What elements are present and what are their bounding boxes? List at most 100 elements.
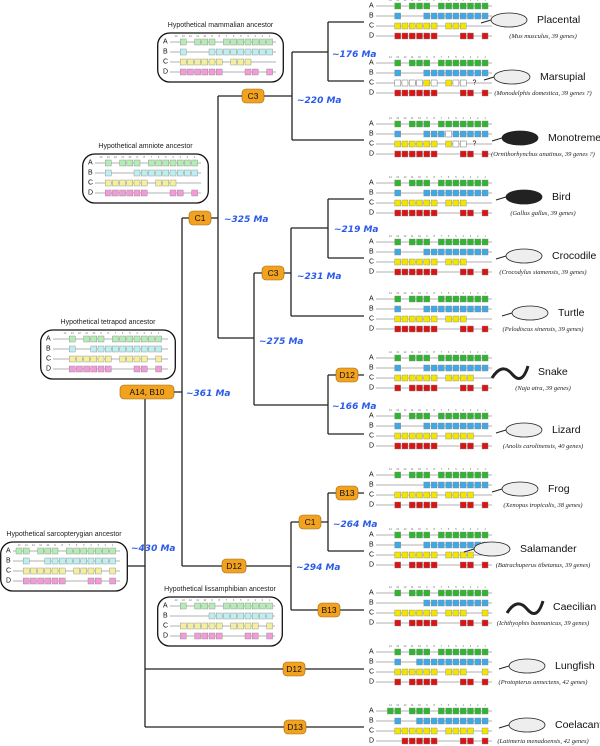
- gene-box: [430, 501, 438, 509]
- hox-gene-number: 11: [411, 291, 414, 295]
- cluster-label-B: B: [369, 718, 374, 725]
- hox-gene-number: 5: [455, 644, 457, 648]
- hox-gene-number: 2: [262, 598, 264, 602]
- gene-box: [430, 658, 438, 666]
- gene-box: [215, 612, 223, 620]
- gene-box: [481, 648, 489, 656]
- hox-gene-number: 13: [396, 234, 399, 238]
- age-amniote: ~325 Ma: [224, 215, 269, 225]
- hox-gene-number: 11: [411, 408, 414, 412]
- gene-box: [467, 422, 474, 430]
- gene-box: [460, 354, 467, 362]
- cluster-label-D: D: [369, 562, 374, 569]
- gene-box: [481, 589, 489, 597]
- gene-box: [445, 471, 452, 479]
- gene-box: [452, 79, 460, 87]
- gene-box: [467, 150, 474, 158]
- hox-gene-number: 4: [462, 175, 464, 179]
- gene-box: [430, 599, 438, 607]
- gene-box: [452, 295, 460, 303]
- gene-box: [94, 557, 102, 565]
- badge-tetrapod-a14b10: A14, B10: [119, 384, 175, 400]
- hox-gene-number: 4: [462, 116, 464, 120]
- gene-box: [394, 561, 401, 569]
- gene-box: [187, 68, 194, 76]
- gene-box: [394, 89, 401, 97]
- gene-box: [460, 501, 467, 509]
- gene-box: [460, 325, 467, 333]
- gene-box: [452, 491, 460, 499]
- gene-box: [83, 355, 90, 363]
- age-mammal: ~220 Ma: [297, 96, 342, 106]
- hox-gene-number: 3: [470, 703, 472, 707]
- gene-box: [481, 678, 489, 686]
- gene-box: [467, 12, 474, 20]
- gene-box: [481, 364, 489, 372]
- cluster-label-A: A: [369, 472, 374, 479]
- gene-box: [409, 707, 416, 715]
- gene-box: [438, 120, 445, 128]
- gene-box: [401, 32, 409, 40]
- tail-shape: [463, 548, 475, 553]
- hox-gene-number: 11: [411, 527, 414, 531]
- cluster-label-D: D: [46, 366, 51, 373]
- gene-box: [416, 325, 423, 333]
- gene-box: [104, 179, 112, 187]
- gene-box: [416, 737, 423, 745]
- gene-box: [133, 355, 141, 363]
- badge-batrachian-c1: C1: [298, 514, 322, 530]
- hox-gene-number: 11: [411, 175, 414, 179]
- hox-gene-number: 7: [441, 0, 443, 2]
- gene-box: [394, 668, 401, 676]
- gene-box: [445, 599, 452, 607]
- gene-box: [423, 315, 430, 323]
- cluster-label-C: C: [369, 610, 374, 617]
- gene-box: [394, 79, 401, 87]
- gene-box: [237, 58, 245, 66]
- species-name: Lungfish: [555, 660, 595, 672]
- hox-gene-number: 9: [426, 291, 428, 295]
- cluster-label-B: B: [88, 170, 93, 177]
- hox-gene-number: 11: [411, 234, 414, 238]
- gene-box: [97, 365, 105, 373]
- gene-box: [430, 737, 438, 745]
- species-coelacanth: 1413121110987654321ABCDCoelacanth(Latime…: [369, 703, 600, 745]
- hox-gene-number: 6: [448, 703, 450, 707]
- cluster-label-A: A: [369, 649, 374, 656]
- hox-gene-number: 14: [64, 331, 67, 335]
- hox-gene-number: 5: [455, 703, 457, 707]
- gene-box: [474, 717, 481, 725]
- marsupial-illustration-icon: [483, 69, 531, 85]
- gene-box: [445, 12, 452, 20]
- hox-gene-number: 12: [404, 527, 407, 531]
- gene-box: [409, 727, 416, 735]
- gene-box: [481, 130, 489, 138]
- gene-box: [438, 717, 445, 725]
- gene-box: [474, 648, 481, 656]
- hox-gene-number: 2: [477, 116, 479, 120]
- gene-box: [430, 140, 438, 148]
- gene-box: [445, 589, 452, 597]
- hox-gene-number: 5: [129, 331, 131, 335]
- gene-box: [423, 179, 430, 187]
- gene-box: [452, 354, 460, 362]
- gene-box: [481, 69, 489, 77]
- gene-box: [416, 22, 423, 30]
- gene-box: [409, 384, 416, 392]
- hox-gene-number: 13: [396, 116, 399, 120]
- gene-box: [230, 38, 237, 46]
- gene-box: [474, 12, 481, 20]
- gene-box: [394, 248, 401, 256]
- gene-box: [409, 120, 416, 128]
- hox-gene-number: 1: [484, 408, 486, 412]
- gene-box: [416, 2, 423, 10]
- gene-box: [409, 561, 416, 569]
- gene-box: [460, 374, 467, 382]
- gene-box: [423, 541, 430, 549]
- hox-gene-number: 1: [194, 155, 196, 159]
- age-batrachian: ~264 Ma: [333, 520, 378, 530]
- hox-gene-number: 10: [203, 34, 206, 38]
- hox-gene-number: 6: [448, 175, 450, 179]
- gene-box: [423, 442, 430, 450]
